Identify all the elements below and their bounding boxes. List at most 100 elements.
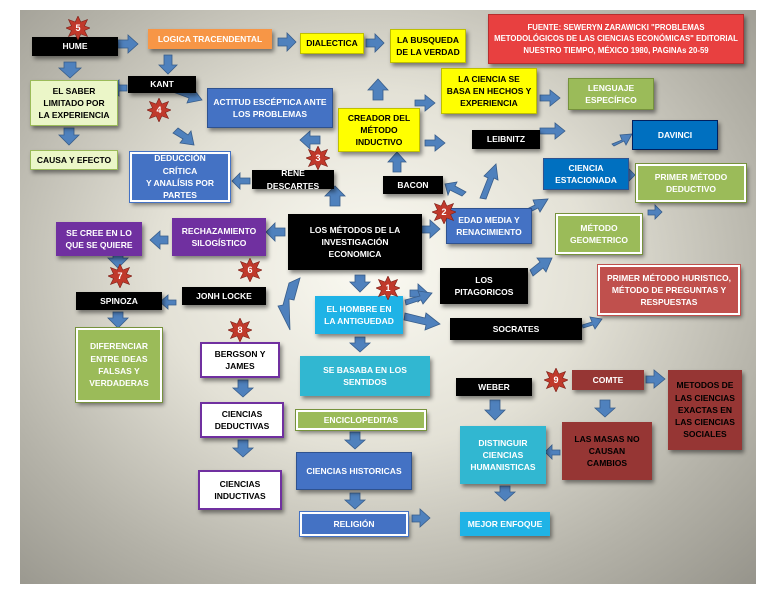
star-number: 3	[315, 153, 321, 163]
star-icon	[376, 276, 400, 300]
node-center-metodos: LOS MÉTODOS DE LA INVESTIGACIÓN ECONOMIC…	[288, 214, 422, 270]
node-diferenciar-ideas: DIFERENCIAR ENTRE IDEAS FALSAS Y VERDADE…	[75, 327, 163, 403]
node-rene-descartes: RENE DESCARTES	[252, 168, 334, 191]
node-bergson-james: BERGSON Y JAMES	[200, 342, 280, 378]
arrow-dialectica-busqueda	[365, 33, 385, 53]
arrow-kant-deduccion	[172, 127, 195, 146]
arrow-socrates-heuristico	[581, 316, 603, 330]
star-badge-4: 4	[147, 98, 171, 122]
node-saber-limitado: EL SABER LIMITADO POR LA EXPERIENCIA	[30, 80, 118, 126]
star-icon	[306, 146, 330, 170]
star-number: 7	[117, 271, 123, 281]
node-ciencias-inductivas: CIENCIAS INDUCTIVAS	[198, 470, 282, 510]
source-note: FUENTE: SEWERYN ZARAWICKI "PROBLEMAS MET…	[488, 14, 744, 64]
arrow-religion-mejor	[411, 508, 431, 528]
node-edad-media: EDAD MEDIA Y RENACIMIENTO	[446, 208, 532, 244]
arrow-saber-causa	[58, 127, 80, 146]
arrow-antiguedad-pitagoricos	[404, 290, 433, 306]
arrow-pitagoricos-geometrico	[529, 257, 553, 277]
node-busqueda-verdad: LA BUSQUEDA DE LA VERDAD	[390, 29, 466, 63]
arrow-center-descartes	[324, 185, 346, 207]
node-comte: COMTE	[572, 370, 644, 390]
star-badge-6: 6	[238, 258, 262, 282]
node-kant: KANT	[128, 76, 196, 93]
arrow-bergson-deductivas	[231, 379, 255, 398]
node-metodo-heuristico: PRIMER MÉTODO HURISTICO, MÉTODO DE PREGU…	[597, 264, 741, 316]
arrow-rechazamiento-secree	[149, 230, 169, 250]
star-number: 4	[156, 105, 162, 115]
star-icon	[432, 200, 456, 224]
arrow-comte-masas	[593, 399, 617, 418]
arrow-creador-actitud	[299, 130, 321, 150]
node-ciencia-estacionada: CIENCIA ESTACIONADA	[543, 158, 629, 190]
star-number: 6	[247, 265, 253, 275]
arrow-bacon-creador	[387, 151, 407, 173]
node-mejor-enfoque: MEJOR ENFOQUE	[460, 512, 550, 536]
arrow-center-edad	[421, 219, 441, 239]
arrow-weber-distinguir	[484, 399, 506, 421]
node-ciencia-hechos: LA CIENCIA SE BASA EN HECHOS Y EXPERIENC…	[441, 68, 537, 114]
arrow-comte-exactas	[645, 369, 666, 389]
node-causa-efecto: CAUSA Y EFECTO	[30, 150, 118, 170]
star-badge-7: 7	[108, 264, 132, 288]
star-number: 8	[237, 325, 243, 335]
node-distinguir-humanisticas: DISTINGUIR CIENCIAS HUMANISTICAS	[460, 426, 546, 484]
node-hume: HUME	[32, 37, 118, 56]
arrow-distinguir-mejor	[493, 485, 517, 502]
node-masas-no-causan: LAS MASAS NO CAUSAN CAMBIOS	[562, 422, 652, 480]
node-metodo-geometrico: MÉTODO GEOMETRICO	[555, 213, 643, 255]
arrow-deductivas-inductivas	[231, 439, 255, 458]
node-logica-tracendental: LOGICA TRACENDENTAL	[148, 29, 272, 49]
star-icon	[544, 368, 568, 392]
arrow-descartes-deduccion	[231, 172, 251, 190]
arrow-center-antiguedad	[349, 274, 371, 293]
arrow-enciclo-historicas	[343, 431, 367, 450]
node-se-cree: SE CREE EN LO QUE SE QUIERE	[56, 222, 142, 256]
star-badge-8: 8	[228, 318, 252, 342]
arrow-antiguedad-sentidos	[348, 336, 372, 353]
arrow-antiguedad-socrates	[403, 312, 441, 331]
star-number: 9	[553, 375, 559, 385]
node-religion: RELIGIÓN	[299, 511, 409, 537]
star-number: 1	[385, 283, 391, 293]
node-rechazamiento-silogistico: RECHAZAMIENTO SILOGÍSTICO	[172, 218, 266, 256]
node-pitagoricos: LOS PITAGORICOS	[440, 268, 528, 304]
star-badge-5: 5	[66, 16, 90, 40]
node-leibnitz: LEIBNITZ	[472, 130, 540, 149]
node-enciclopeditas: ENCICLOPEDITAS	[295, 409, 427, 431]
star-icon	[66, 16, 90, 40]
arrow-hechos-lenguaje	[539, 89, 561, 107]
arrow-spinoza-diferenciar	[107, 311, 129, 329]
arrow-center-locke	[277, 277, 301, 331]
node-jonh-locke: JONH LOCKE	[182, 287, 266, 305]
arrow-logica-dialectica	[277, 32, 297, 52]
star-badge-2: 2	[432, 200, 456, 224]
arrow-primer-geometrico	[647, 204, 663, 220]
node-weber: WEBER	[456, 378, 532, 396]
node-ciencias-historicas: CIENCIAS HISTORICAS	[296, 452, 412, 490]
star-badge-9: 9	[544, 368, 568, 392]
node-primer-metodo-deductivo: PRIMER MÉTODO DEDUCTIVO	[635, 163, 747, 203]
star-badge-1: 1	[376, 276, 400, 300]
node-creador-inductivo: CREADOR DEL MÉTODO INDUCTIVO	[338, 108, 420, 152]
node-bacon: BACON	[383, 176, 443, 194]
star-badge-3: 3	[306, 146, 330, 170]
node-se-basaba-sentidos: SE BASABA EN LOS SENTIDOS	[300, 356, 430, 396]
star-number: 2	[441, 207, 447, 217]
arrow-davinci-estacionada	[611, 133, 633, 147]
arrow-masas-distinguir	[544, 444, 561, 460]
node-ciencias-deductivas: CIENCIAS DEDUCTIVAS	[200, 402, 284, 438]
node-dialectica: DIALECTICA	[300, 33, 364, 54]
node-ciencias-exactas: METODOS DE LAS CIENCIAS EXACTAS EN LAS C…	[668, 370, 742, 450]
arrow-edad-bacon	[444, 181, 467, 197]
node-davinci: DAVINCI	[632, 120, 718, 150]
arrow-creador-hechos	[414, 94, 436, 112]
arrow-historicas-religion	[343, 492, 367, 510]
node-spinoza: SPINOZA	[76, 292, 162, 310]
arrow-creador-busqueda	[367, 78, 389, 101]
star-icon	[147, 98, 171, 122]
node-socrates: SOCRATES	[450, 318, 582, 340]
arrow-hume-logica	[117, 34, 139, 54]
